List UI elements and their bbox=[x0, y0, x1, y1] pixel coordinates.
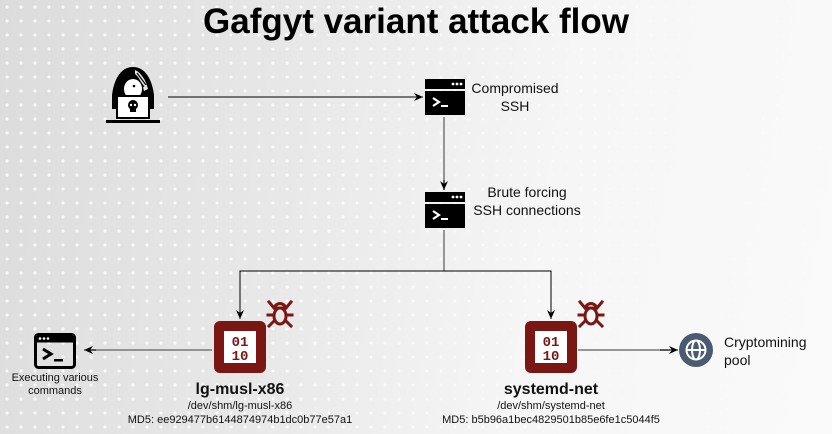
malware-name: systemd-net bbox=[503, 381, 599, 398]
brute-force-label: Brute forcing SSH connections bbox=[472, 183, 582, 219]
label-line: Compromised bbox=[471, 80, 559, 96]
label-line: pool bbox=[724, 352, 751, 368]
pool-label: Cryptomining pool bbox=[724, 333, 824, 369]
malware-name: lg-musl-x86 bbox=[195, 381, 285, 398]
svg-text:01: 01 bbox=[232, 335, 249, 351]
diagram-title: Gafgyt variant attack flow bbox=[203, 2, 629, 41]
malware-md5: MD5: ee929477b6144874974b1dc0b77e57a1 bbox=[127, 414, 353, 426]
executing-label: Executing various commands bbox=[0, 372, 110, 398]
edge-to-lg-musl bbox=[236, 270, 444, 319]
label-line: Brute forcing bbox=[487, 184, 567, 200]
edge-to-systemd-net bbox=[444, 270, 555, 319]
systemd-net-info: systemd-net /dev/shm/systemd-net MD5: b5… bbox=[420, 380, 682, 427]
label-line: Cryptomining bbox=[724, 334, 807, 350]
label-line: Executing various bbox=[11, 372, 99, 384]
label-line: SSH bbox=[500, 98, 530, 114]
binary-file-icon: 01 10 bbox=[525, 321, 577, 373]
bug-icon bbox=[265, 298, 295, 329]
lg-musl-info: lg-musl-x86 /dev/shm/lg-musl-x86 MD5: ee… bbox=[100, 380, 380, 427]
label-line: SSH connections bbox=[473, 202, 581, 218]
bug-icon bbox=[576, 298, 606, 329]
label-line: commands bbox=[28, 385, 82, 397]
terminal-window-icon bbox=[425, 79, 465, 115]
compromised-ssh-label: Compromised SSH bbox=[470, 79, 560, 115]
globe-icon bbox=[679, 333, 713, 367]
terminal-window-icon bbox=[425, 192, 465, 228]
svg-text:01: 01 bbox=[543, 335, 560, 351]
terminal-window-icon bbox=[34, 333, 76, 369]
malware-path: /dev/shm/systemd-net bbox=[497, 400, 605, 412]
malware-path: /dev/shm/lg-musl-x86 bbox=[187, 400, 293, 412]
svg-text:10: 10 bbox=[543, 349, 560, 365]
binary-file-icon: 01 10 bbox=[214, 321, 266, 373]
svg-text:10: 10 bbox=[232, 349, 249, 365]
malware-md5: MD5: b5b96a1bec4829501b85e6fe1c5044f5 bbox=[442, 414, 660, 426]
hacker-icon bbox=[102, 65, 164, 127]
